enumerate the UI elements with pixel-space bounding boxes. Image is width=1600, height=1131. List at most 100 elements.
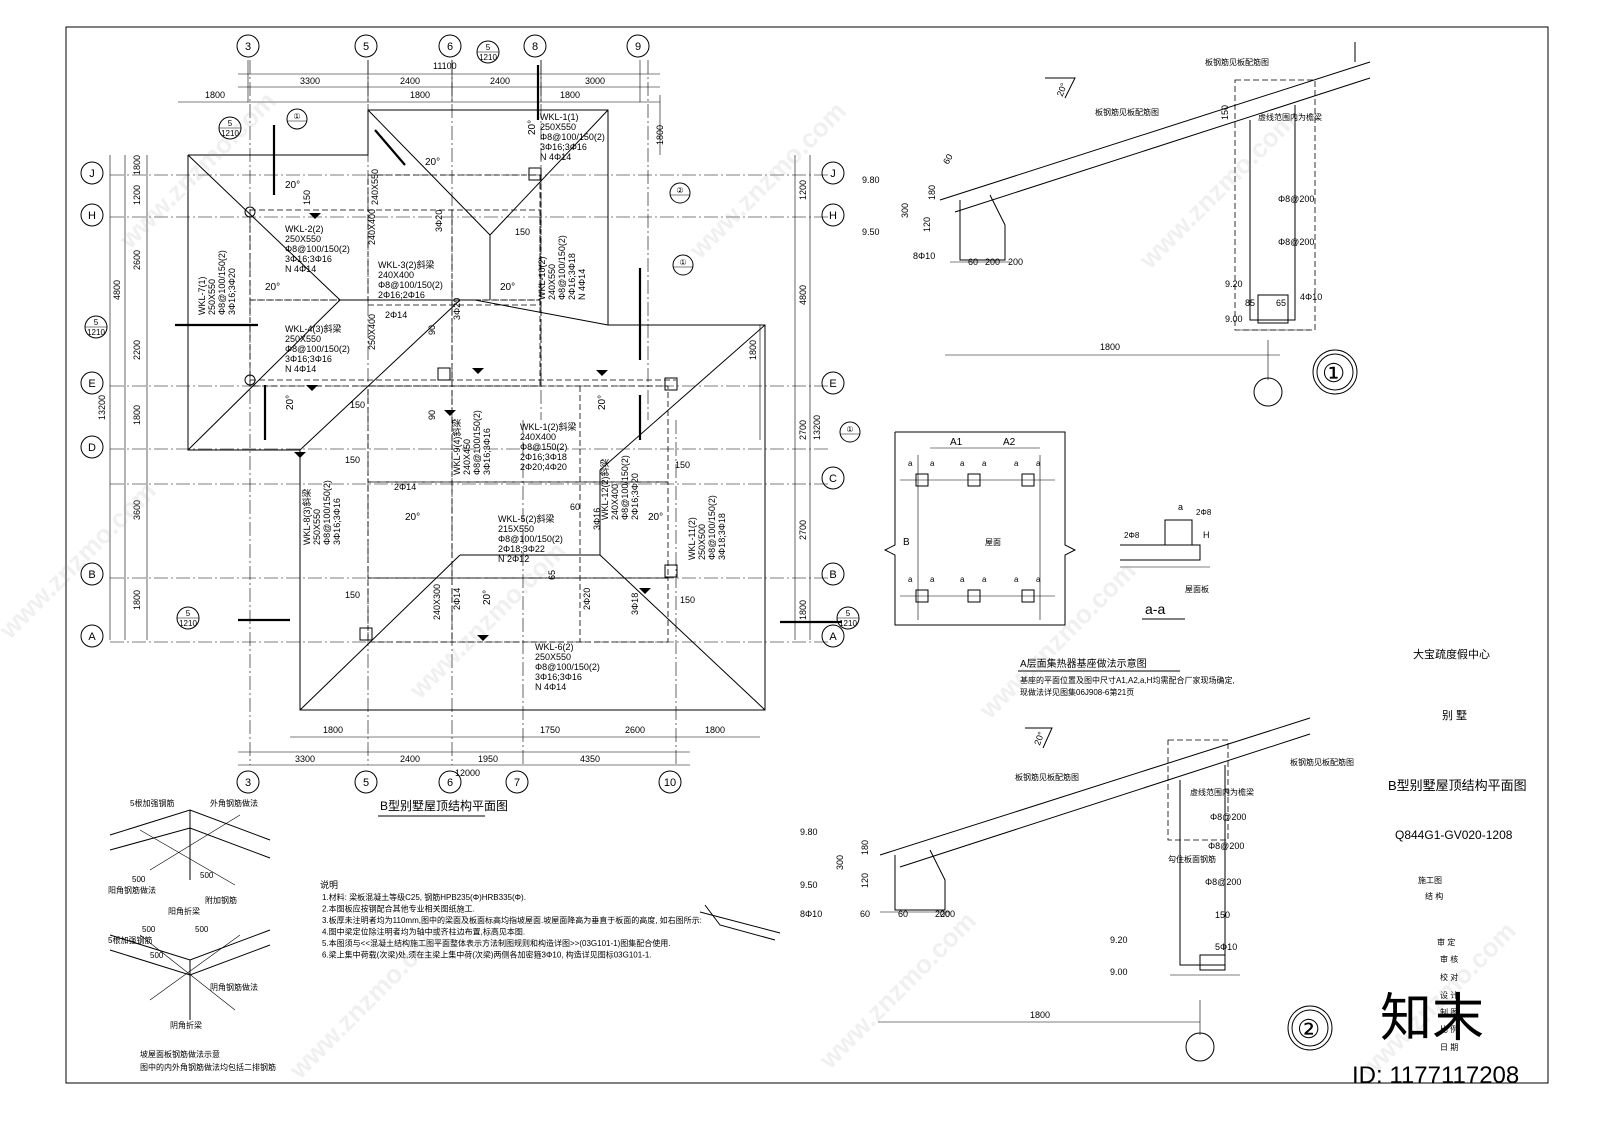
pad-mark-a: a (930, 459, 935, 468)
pad-mark-a: a (1036, 459, 1041, 468)
beam-text: 3Φ16;3Φ16 (535, 672, 582, 682)
drawing-name: B型别墅屋顶结构平面图 (1388, 778, 1527, 793)
right-extra-dim: 1800 (748, 340, 758, 360)
plan-callout: 3Φ20 (434, 210, 444, 232)
section-2-label: 5Φ10 (1215, 942, 1237, 952)
beam-notation: WKL-5(2)斜梁215X550Φ8@100/150(2)2Φ18;3Φ22N… (498, 513, 563, 564)
beam-text: Φ8@100/150(2) (498, 534, 563, 544)
section-1-label: 9.00 (1225, 314, 1243, 324)
beam-text: WKL-8(3)斜梁 (301, 488, 312, 545)
beam-text: WKL-2(2) (285, 224, 324, 234)
section-1-label: 150 (1220, 105, 1230, 120)
plan-callout: 150 (345, 590, 360, 600)
slope-label: 20° (405, 512, 420, 523)
section-2-label: 8Φ10 (800, 909, 822, 919)
section-2-label: 150 (1215, 910, 1230, 920)
top-axis-bubble-label: 8 (532, 41, 538, 53)
beam-text: 250X550 (207, 279, 217, 315)
beam-text: N 2Φ12 (498, 554, 529, 564)
beam-marker (309, 213, 321, 219)
section-2-ref: ② (1297, 1014, 1320, 1044)
beam-text: 250X550 (535, 652, 571, 662)
slope-label: 20° (482, 590, 493, 605)
right-axis-bubble (821, 562, 845, 586)
left-dim: 1800 (132, 155, 142, 175)
detail-a-note1: 基座的平面位置及图中尺寸A1,A2,a,H均需配合厂家现场确定, (1020, 675, 1235, 685)
left-axis-bubble-label: A (88, 631, 96, 643)
watermark-id: ID: 1177117208 (1352, 1062, 1519, 1089)
detail-a-note2: 现做法详见图集06J908-6第21页 (1020, 687, 1134, 697)
title-block-field: 审 核 (1440, 954, 1458, 964)
watermark-url-4: www.znzmo.com (0, 476, 162, 645)
title-block-field: 施工图 (1418, 875, 1442, 885)
slope-label: 20° (500, 282, 515, 293)
note-line: 4.图中梁定位除注明者均为轴中或齐柱边布置,标高见本图. (322, 927, 525, 937)
beam-text: Φ8@100/150(2) (285, 244, 350, 254)
right-axis-bubble-label: E (829, 378, 836, 390)
detail-ref-number: 5 (94, 318, 99, 327)
plan-callout: 150 (302, 190, 312, 205)
beam-text: Φ8@100/150(2) (322, 480, 332, 545)
corner-label: 500 (195, 925, 209, 934)
detail-ref-sheet: 1210 (179, 619, 197, 628)
section-1-label: 4Φ10 (1300, 292, 1322, 302)
project-name: 大宝疏度假中心 (1413, 647, 1490, 661)
title-block-field: 校 对 (1440, 972, 1458, 982)
title-block-field: 制 图 (1440, 1007, 1458, 1017)
plan-callout: 65 (547, 570, 557, 580)
watermark-url-2: www.znzmo.com (682, 96, 851, 265)
section-2-label: 1800 (1030, 1010, 1050, 1020)
section-cut-lines (175, 65, 842, 624)
bottom-axis-bubble (505, 770, 529, 794)
plan-callout: 2Φ14 (394, 482, 416, 492)
section-1-label: 9.80 (862, 175, 880, 185)
plan-callout: 3Φ20 (452, 298, 462, 320)
right-axis-bubble (821, 371, 845, 395)
detail-ref-sheet: 1210 (87, 328, 105, 337)
aa-2phi8-left: 2Φ8 (1124, 531, 1140, 540)
section-ref-bubble (669, 182, 691, 204)
bottom-total-dim: 12000 (455, 768, 480, 778)
beam-text: WKL-1(2)斜梁 (520, 421, 577, 432)
section-1-note: 板钢筋见板配筋图 (1095, 107, 1159, 117)
beam-text: 2Φ16;3Φ18 (520, 452, 567, 462)
title-block-field: 结 构 (1425, 891, 1443, 901)
top-axis-bubble (626, 34, 650, 58)
slope-label: 20° (265, 282, 280, 293)
title-block: 大宝疏度假中心 别 墅 B型别墅屋顶结构平面图 Q844G1-GV020-120… (1388, 647, 1527, 1052)
pad-mark-a: a (982, 575, 987, 584)
beam-text: Φ8@100/150(2) (535, 662, 600, 672)
aa-mark: a (1178, 502, 1183, 512)
left-dim: 2600 (132, 250, 142, 270)
top-axis-bubble-label: 9 (635, 41, 641, 53)
collector-pad (1021, 589, 1035, 603)
beam-text: WKL-7(1) (197, 276, 207, 315)
bottom-axis-bubble-label: 3 (245, 777, 251, 789)
pad-mark-a: a (908, 575, 913, 584)
plan-callout: 150 (350, 400, 365, 410)
plan-callout: 150 (675, 460, 690, 470)
left-axis-bubble-label: D (88, 442, 96, 454)
detail-a-dim-a2: A2 (1003, 437, 1016, 448)
detail-ref-sheet: 1210 (221, 129, 239, 138)
section-a-a-detail: a 2Φ8 2Φ8 H 屋面板 a-a (1120, 502, 1212, 620)
left-dim: 2200 (132, 340, 142, 360)
beam-text: 2Φ16;3Φ18 (567, 253, 577, 300)
detail-ref-sheet: 1210 (479, 53, 497, 62)
section-2-label: 9.50 (800, 880, 818, 890)
section-1-label: 9.20 (1225, 279, 1243, 289)
left-dim: 1200 (132, 185, 142, 205)
section-2-note: 板钢筋见板配筋图 (1290, 757, 1354, 767)
top-axis-bubble (236, 34, 260, 58)
left-dim: 1800 (132, 590, 142, 610)
beam-text: 3Φ16;3Φ20 (227, 268, 237, 315)
section-1-ref: ① (1322, 358, 1345, 388)
pad-mark-a: a (908, 459, 913, 468)
section-1-label: 60 (941, 152, 955, 166)
beam-text: Φ8@100/150(2) (707, 495, 717, 560)
